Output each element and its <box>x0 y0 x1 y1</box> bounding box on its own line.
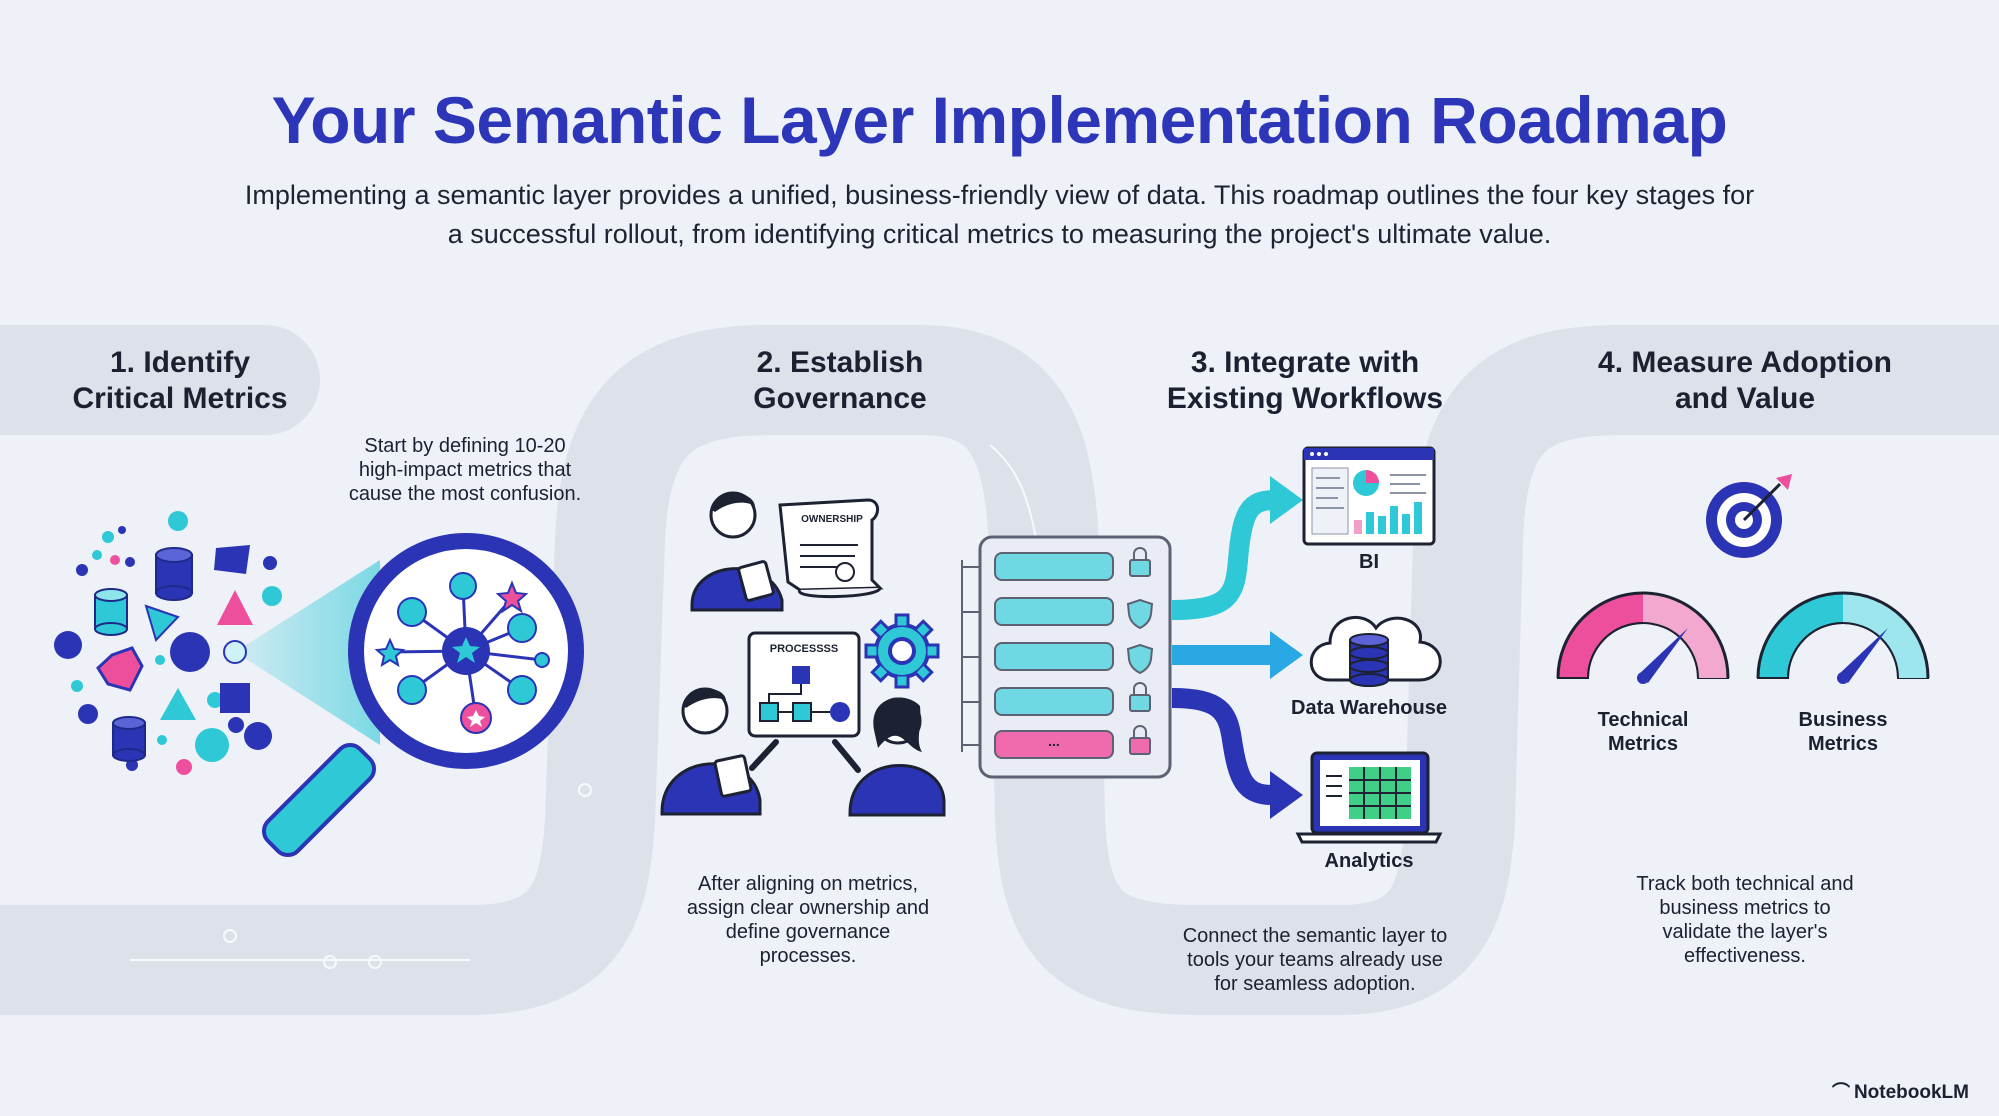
processes-board-icon <box>747 631 861 738</box>
business-metrics-label: Business Metrics <box>1798 709 1888 755</box>
intro-text: Implementing a semantic layer provides a… <box>244 180 1755 249</box>
lock-icon-pink <box>1129 725 1151 755</box>
shield-check-icon <box>1126 598 1154 675</box>
step-2-description: After aligning on metrics, assign clear … <box>686 873 930 967</box>
step-3-description: Connect the semantic layer to tools your… <box>1182 925 1448 995</box>
analytics-label: Analytics <box>1324 850 1414 872</box>
brand-label: NotebookLM <box>1853 1082 1969 1103</box>
target-icon <box>1706 474 1792 558</box>
step-3-title: 3. Integrate with Existing Workflows <box>1166 346 1444 415</box>
hub-dots-label: ... <box>1048 733 1060 749</box>
data-warehouse-label: Data Warehouse <box>1291 697 1447 719</box>
step-1-description: Start by defining 10-20 high-impact metr… <box>348 435 582 505</box>
bi-label: BI <box>1359 551 1379 573</box>
processes-label: PROCESSSS <box>769 643 839 655</box>
integration-arrows <box>1171 476 1303 819</box>
person-presenting-icon <box>660 687 779 816</box>
person-with-clipboard-icon <box>690 491 784 612</box>
notebooklm-brand: ⌒NotebookLM <box>1832 1078 1969 1104</box>
step-2-title: 2. Establish Governance <box>753 346 927 415</box>
gear-icon <box>864 613 940 689</box>
scattered-data-icons <box>54 511 282 775</box>
step-4-description: Track both technical and business metric… <box>1636 873 1854 967</box>
step-4-title: 4. Measure Adoption and Value <box>1598 346 1892 415</box>
person-pointing-icon <box>832 697 946 817</box>
notebooklm-logo-icon: ⌒ <box>1831 1082 1850 1102</box>
semantic-layer-hub-icon <box>961 535 1172 779</box>
analytics-laptop-icon <box>1295 751 1443 844</box>
page-title: Your Semantic Layer Implementation Roadm… <box>271 83 1728 157</box>
step-1-title: 1. Identify Critical Metrics <box>72 346 288 415</box>
ownership-document-icon <box>778 498 884 599</box>
business-metrics-gauge-icon <box>1756 591 1930 684</box>
technical-metrics-label: Technical Metrics <box>1597 709 1689 755</box>
ownership-label: OWNERSHIP <box>801 514 863 525</box>
data-warehouse-icon <box>1309 615 1442 687</box>
lock-icon <box>1129 547 1151 712</box>
magnifying-glass-icon <box>223 533 584 858</box>
technical-metrics-gauge-icon <box>1556 591 1730 684</box>
bi-dashboard-icon <box>1302 446 1436 546</box>
